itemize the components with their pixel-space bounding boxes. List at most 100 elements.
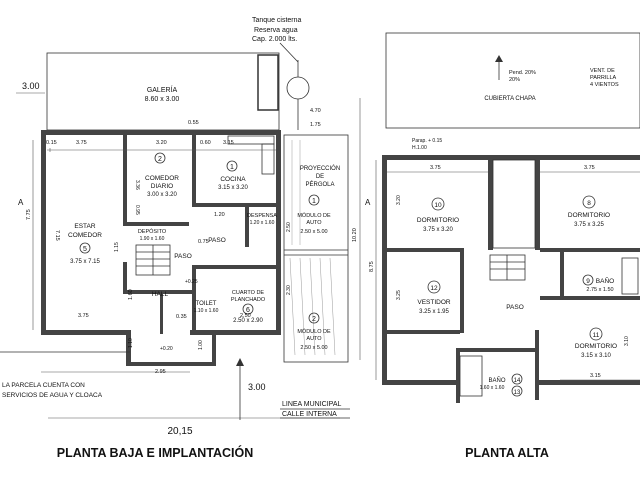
dim-470: 4.70 xyxy=(310,108,321,114)
dim-175: 1.75 xyxy=(310,122,321,128)
dim-320-top: 3.20 xyxy=(156,140,167,146)
vent-3: 4 VIENTOS xyxy=(590,82,619,88)
auto1-num: 1 xyxy=(312,198,316,205)
dim-1020: 10.20 xyxy=(352,228,358,242)
ground-floor-walls xyxy=(41,130,281,366)
d10-size: 3.75 x 3.20 xyxy=(423,227,453,233)
total-width: 20,15 xyxy=(167,426,192,437)
tank-label-2: Reserva agua xyxy=(254,27,298,34)
dim-375-bottom: 3.75 xyxy=(78,313,89,319)
cuarto-name-2: PLANCHADO xyxy=(231,297,266,303)
galeria-size: 8.60 x 3.00 xyxy=(145,96,180,103)
cocina-size: 3.15 x 3.20 xyxy=(218,185,248,191)
galeria-name: GALERÍA xyxy=(147,85,178,94)
dim-295: 2.95 xyxy=(155,369,166,375)
dim-336: 3.36 xyxy=(134,180,140,190)
upper-floor-title: PLANTA ALTA xyxy=(465,446,549,460)
tank-label-3: Cap. 2.000 lts. xyxy=(252,36,297,43)
section-mark-a-2: A xyxy=(365,198,371,207)
pergola-line-2: DE xyxy=(316,174,324,180)
kitchen-counter-side xyxy=(261,143,275,175)
d8-num: 8 xyxy=(587,200,591,207)
vent-1: VENT. DE xyxy=(590,68,615,74)
room-cocina: 1 COCINA 3.15 x 3.20 xyxy=(218,160,249,191)
dim-315-top: 3.15 xyxy=(223,140,234,146)
bathtub xyxy=(459,355,483,397)
calle-interna: CALLE INTERNA xyxy=(282,411,337,418)
dim-035: 0.35 xyxy=(176,314,187,320)
vestidor-name: VESTIDOR xyxy=(417,299,451,306)
upper-floor-walls xyxy=(382,155,640,403)
bano14-num: 14 xyxy=(514,378,521,384)
stair-void xyxy=(492,159,536,249)
upper-roof: Pend. 20% 20% VENT. DE PARRILLA 4 VIENTO… xyxy=(385,32,640,129)
toilet-name: TOILET xyxy=(196,301,217,307)
d10-num: 10 xyxy=(434,202,442,209)
paso-label-2: PASO xyxy=(174,253,192,260)
cuarto-name-1: CUARTO DE xyxy=(232,290,265,296)
level-label-2: +0.20 xyxy=(160,346,173,352)
dim-160: 1.60 xyxy=(128,289,134,300)
dim-galeria-depth: 3.00 xyxy=(22,81,40,91)
comedor-num: 2 xyxy=(158,156,162,163)
pergola-line-3: PÉRGOLA xyxy=(305,181,334,188)
dim-120: 1.20 xyxy=(214,212,225,218)
vent-2: PARRILLA xyxy=(590,75,617,81)
d11-num: 11 xyxy=(593,332,600,339)
room-vestidor: 12 VESTIDOR 3.25 x 1.95 xyxy=(417,280,451,315)
bano13-size: 1.60 x 1.60 xyxy=(480,385,505,391)
garage-area: PROYECCIÓN DE PÉRGOLA 1 MÓDULO DE AUTO 2… xyxy=(283,134,349,363)
roof-label: CUBIERTA CHAPA xyxy=(484,96,535,102)
dim-250b: 2.50 xyxy=(286,222,292,232)
hall-label: HALL xyxy=(152,291,169,298)
dim-015: 0.15 xyxy=(46,140,57,146)
upper-stair xyxy=(489,254,526,281)
parap-2: H.1.00 xyxy=(412,145,427,151)
room-estar: ESTAR COMEDOR 5 3.75 x 7.15 xyxy=(68,223,102,265)
pend-1: Pend. 20% xyxy=(509,70,536,76)
auto2-size: 2.50 x 5.00 xyxy=(300,345,327,351)
comedor-size: 3.00 x 3.20 xyxy=(147,192,177,198)
auto2-name-1: MÓDULO DE xyxy=(297,328,331,335)
estar-name-1: ESTAR xyxy=(74,223,95,230)
d11-size: 3.15 x 3.10 xyxy=(581,353,611,359)
vestidor-size: 3.25 x 1.95 xyxy=(419,309,449,315)
despensa-size: 1.20 x 1.60 xyxy=(250,220,275,226)
stair-block xyxy=(257,54,279,111)
d11-name: DORMITORIO xyxy=(575,343,617,350)
bano9-num: 9 xyxy=(586,278,590,285)
dim-250: 2.50 xyxy=(240,313,251,319)
bano9-name: BAÑO xyxy=(596,276,614,285)
upper-paso: PASO xyxy=(506,304,524,311)
ground-dimensions: 3.00 4.70 1.75 0.55 0.15 3.75 3.20 3.15 … xyxy=(0,81,371,420)
upper-dim-375-right: 3.75 xyxy=(584,165,595,171)
room-d11: 11 DORMITORIO 3.15 x 3.10 xyxy=(575,327,617,359)
despensa-name: DESPENSA xyxy=(247,213,277,219)
cuarto-size: 2.50 x 2.90 xyxy=(233,318,263,324)
pergola-line-1: PROYECCIÓN xyxy=(300,165,340,172)
paso-label-1: PASO xyxy=(208,237,226,244)
note-line-2: SERVICIOS DE AGUA Y CLOACA xyxy=(2,392,103,399)
d8-size: 3.75 x 3.25 xyxy=(574,222,604,228)
auto1-size: 2.50 x 5.00 xyxy=(300,229,327,235)
dim-375-top: 3.75 xyxy=(76,140,87,146)
comedor-name-2: DIARIO xyxy=(151,183,173,190)
cuarto-num: 6 xyxy=(246,307,250,314)
kitchen-counter xyxy=(227,135,275,145)
room-cuarto: CUARTO DE PLANCHADO 6 2.50 x 2.90 xyxy=(231,290,266,324)
estar-name-2: COMEDOR xyxy=(68,232,102,239)
dim-110: 1.10 xyxy=(128,338,134,348)
pend-2: 20% xyxy=(509,77,520,83)
auto1-name-2: AUTO xyxy=(306,220,322,226)
bano13-name: BAÑO xyxy=(488,377,505,384)
auto2-name-2: AUTO xyxy=(306,336,322,342)
deposito-name: DEPÓSITO xyxy=(138,228,167,235)
section-mark-a: A xyxy=(18,198,24,207)
dim-715: 7.15 xyxy=(54,230,60,241)
bano13-num: 13 xyxy=(514,390,521,396)
upper-dim-315: 3.15 xyxy=(590,373,601,379)
upper-dim-320: 3.20 xyxy=(396,195,402,205)
dim-775: 7.75 xyxy=(26,209,32,220)
deposito-size: 1.90 x 1.60 xyxy=(140,236,165,242)
